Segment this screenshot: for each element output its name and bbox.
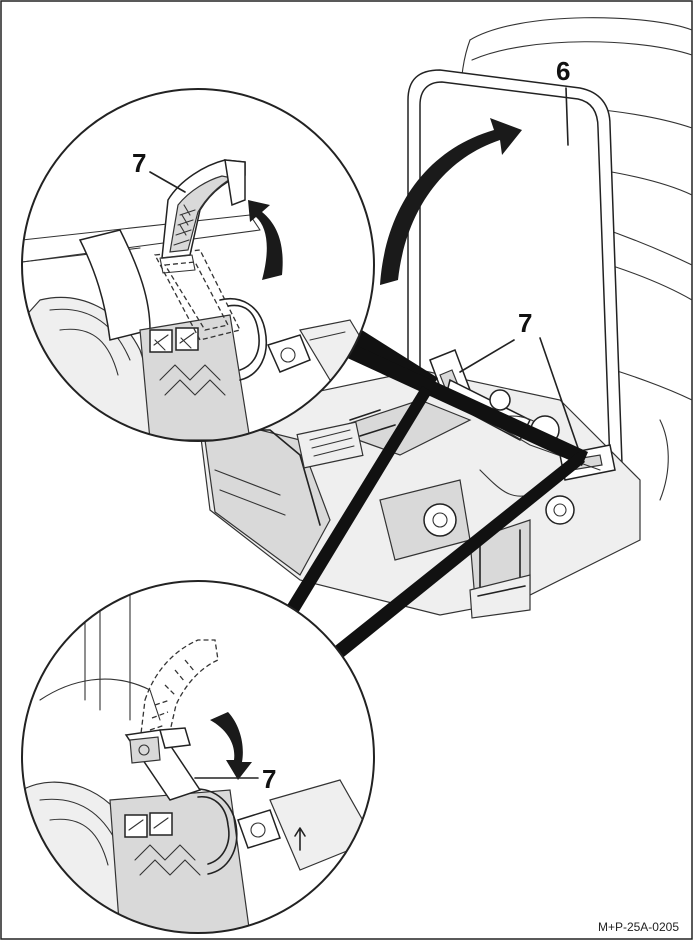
lower-lever-arrow-icon: [210, 712, 252, 780]
lever-callout-top: 7: [132, 148, 146, 178]
frame-callout: 6: [556, 56, 570, 86]
raise-lever-arrow-icon: [248, 200, 283, 280]
detail-lever-raised: 7: [21, 88, 375, 442]
lever-callout-main: 7: [518, 308, 532, 338]
figure-reference-code: M+P-25A-0205: [597, 920, 679, 934]
raise-frame-arrow-icon: [380, 118, 522, 285]
detail-connectors: [283, 320, 588, 660]
lever-callout-bottom: 7: [262, 764, 276, 794]
detail-lever-lowered: 7: [21, 580, 375, 934]
